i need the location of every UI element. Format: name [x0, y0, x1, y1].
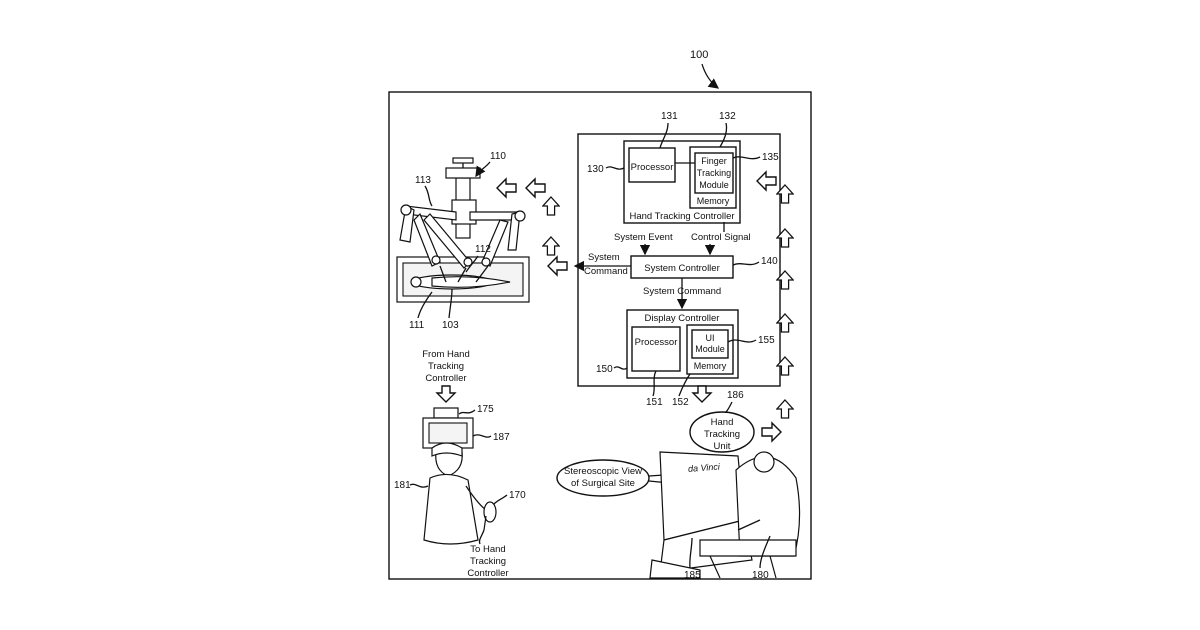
finger-tracking-label-1: Finger — [701, 156, 727, 166]
ui-module-label-2: Module — [695, 344, 725, 354]
ref-140: 140 — [761, 256, 778, 267]
from-hand-tracking-3: Controller — [425, 373, 466, 384]
ref-180: 180 — [752, 570, 769, 581]
ref-150: 150 — [596, 364, 613, 375]
hand-tracking-unit-3: Unit — [714, 441, 731, 452]
memory-b-label: Memory — [694, 361, 727, 371]
ref-100: 100 — [690, 49, 708, 61]
ref-186: 186 — [727, 390, 744, 401]
hand-tracking-unit-2: Tracking — [704, 429, 740, 440]
ref-135: 135 — [762, 152, 779, 163]
ui-module-label-1: UI — [706, 333, 715, 343]
finger-tracking-label-3: Module — [699, 180, 729, 190]
system-event-label: System Event — [614, 232, 673, 243]
processor-b-label: Processor — [635, 337, 678, 348]
system-command-left-2: Command — [584, 266, 628, 277]
ref-181: 181 — [394, 480, 411, 491]
ref-155: 155 — [758, 335, 775, 346]
control-signal-label: Control Signal — [691, 232, 751, 243]
ref-151: 151 — [646, 397, 663, 408]
ref-170: 170 — [509, 490, 526, 501]
stereoscopic-view-1: Stereoscopic View — [564, 466, 642, 477]
processor-a-label: Processor — [631, 162, 674, 173]
from-hand-tracking-2: Tracking — [428, 361, 464, 372]
hand-tracking-controller-label: Hand Tracking Controller — [629, 211, 734, 222]
to-hand-tracking-1: To Hand — [470, 544, 505, 555]
ref-110: 110 — [490, 151, 506, 162]
finger-tracking-label-2: Tracking — [697, 168, 731, 178]
memory-a-label: Memory — [697, 196, 730, 206]
ref-175: 175 — [477, 404, 494, 415]
ref-113: 113 — [415, 175, 431, 186]
ref-111: 111 — [409, 320, 425, 331]
ref-103: 103 — [442, 320, 459, 331]
ref-187: 187 — [493, 432, 510, 443]
from-hand-tracking-1: From Hand — [422, 349, 470, 360]
stereoscopic-view-2: of Surgical Site — [571, 478, 635, 489]
system-controller-label: System Controller — [644, 263, 720, 274]
system-command-left-1: System — [588, 252, 620, 263]
ref-112: 112 — [475, 244, 491, 255]
to-hand-tracking-2: Tracking — [470, 556, 506, 567]
to-hand-tracking-3: Controller — [467, 568, 508, 579]
processor-b-box — [632, 327, 680, 371]
ref-130: 130 — [587, 164, 604, 175]
ref-152: 152 — [672, 397, 689, 408]
hand-tracking-unit-1: Hand — [711, 417, 734, 428]
ref-185: 185 — [684, 570, 701, 581]
ref-132: 132 — [719, 111, 736, 122]
display-controller-label: Display Controller — [645, 313, 720, 324]
ref-131: 131 — [661, 111, 678, 122]
